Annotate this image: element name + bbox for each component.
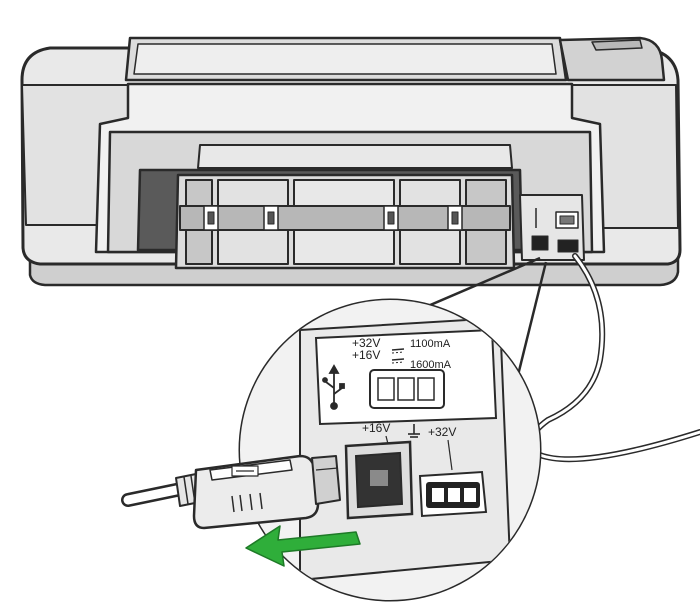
ground-icon bbox=[408, 424, 420, 438]
usb-cable bbox=[121, 454, 341, 530]
printer bbox=[20, 36, 682, 287]
usb-icon bbox=[322, 364, 345, 410]
port-16v-label: +16V bbox=[362, 421, 390, 435]
power-cord bbox=[528, 253, 700, 463]
voltage-16-label: +16V bbox=[352, 348, 380, 362]
voltage-32-label: +32V bbox=[352, 336, 380, 350]
current-1600-label: 1600mA bbox=[410, 359, 452, 371]
current-1100-label: 1100mA bbox=[410, 338, 451, 350]
arrow-left-icon bbox=[245, 525, 361, 567]
port-32v-label: +32V bbox=[428, 425, 456, 439]
